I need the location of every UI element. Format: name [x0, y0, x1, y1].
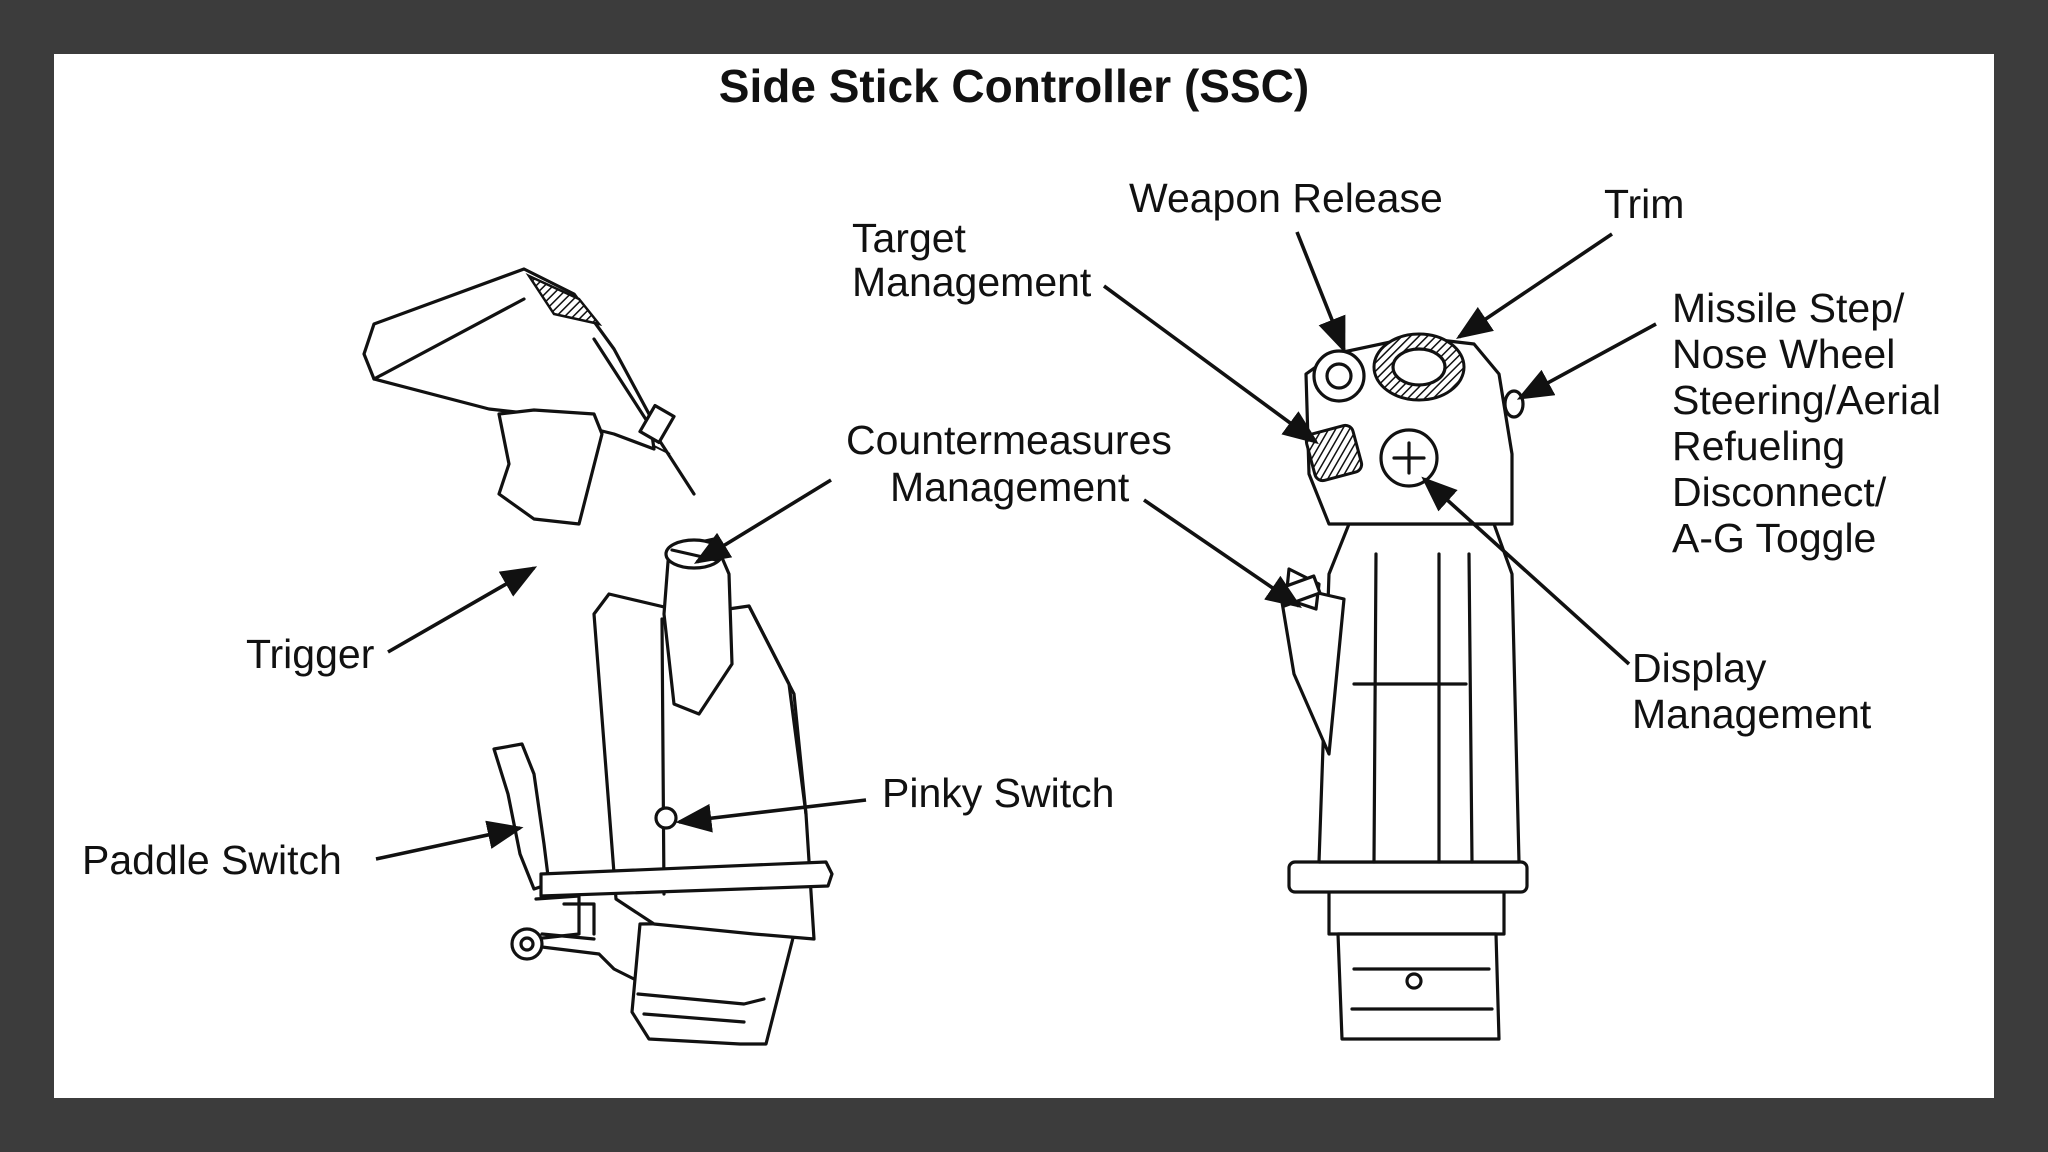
label-trigger: Trigger: [246, 566, 538, 677]
svg-text:Trim: Trim: [1604, 181, 1684, 227]
label-countermeasures-management: Countermeasures Management: [693, 417, 1302, 609]
svg-text:Management: Management: [1632, 691, 1872, 737]
label-target-management: Target Management: [852, 215, 1319, 445]
diagram-title: Side Stick Controller (SSC): [719, 60, 1309, 112]
ssc-rear-view: [1276, 332, 1529, 1041]
label-pinky-switch: Pinky Switch: [675, 770, 1114, 833]
svg-text:Paddle Switch: Paddle Switch: [82, 837, 342, 883]
svg-text:Management: Management: [890, 464, 1130, 510]
label-weapon-release: Weapon Release: [1129, 175, 1443, 354]
svg-text:Management: Management: [852, 259, 1092, 305]
svg-text:Nose Wheel: Nose Wheel: [1672, 331, 1895, 377]
diagram-panel: Side Stick Controller (SSC): [54, 54, 1994, 1098]
svg-text:A-G Toggle: A-G Toggle: [1672, 515, 1876, 561]
svg-text:Weapon Release: Weapon Release: [1129, 175, 1443, 221]
svg-text:Disconnect/: Disconnect/: [1672, 469, 1887, 515]
svg-text:Target: Target: [852, 215, 967, 261]
svg-text:Countermeasures: Countermeasures: [846, 417, 1172, 463]
svg-text:Pinky Switch: Pinky Switch: [882, 770, 1114, 816]
svg-text:Display: Display: [1632, 645, 1767, 691]
label-trim: Trim: [1456, 181, 1684, 340]
svg-text:Missile Step/: Missile Step/: [1672, 285, 1905, 331]
ssc-diagram: Side Stick Controller (SSC): [82, 60, 1941, 1046]
ssc-side-view: [362, 267, 834, 1046]
label-display-management: Display Management: [1421, 476, 1872, 737]
svg-text:Trigger: Trigger: [246, 631, 374, 677]
svg-text:Refueling: Refueling: [1672, 423, 1845, 469]
label-paddle-switch: Paddle Switch: [82, 820, 524, 883]
label-missile-step: Missile Step/ Nose Wheel Steering/Aerial…: [1516, 285, 1941, 561]
svg-text:Steering/Aerial: Steering/Aerial: [1672, 377, 1941, 423]
